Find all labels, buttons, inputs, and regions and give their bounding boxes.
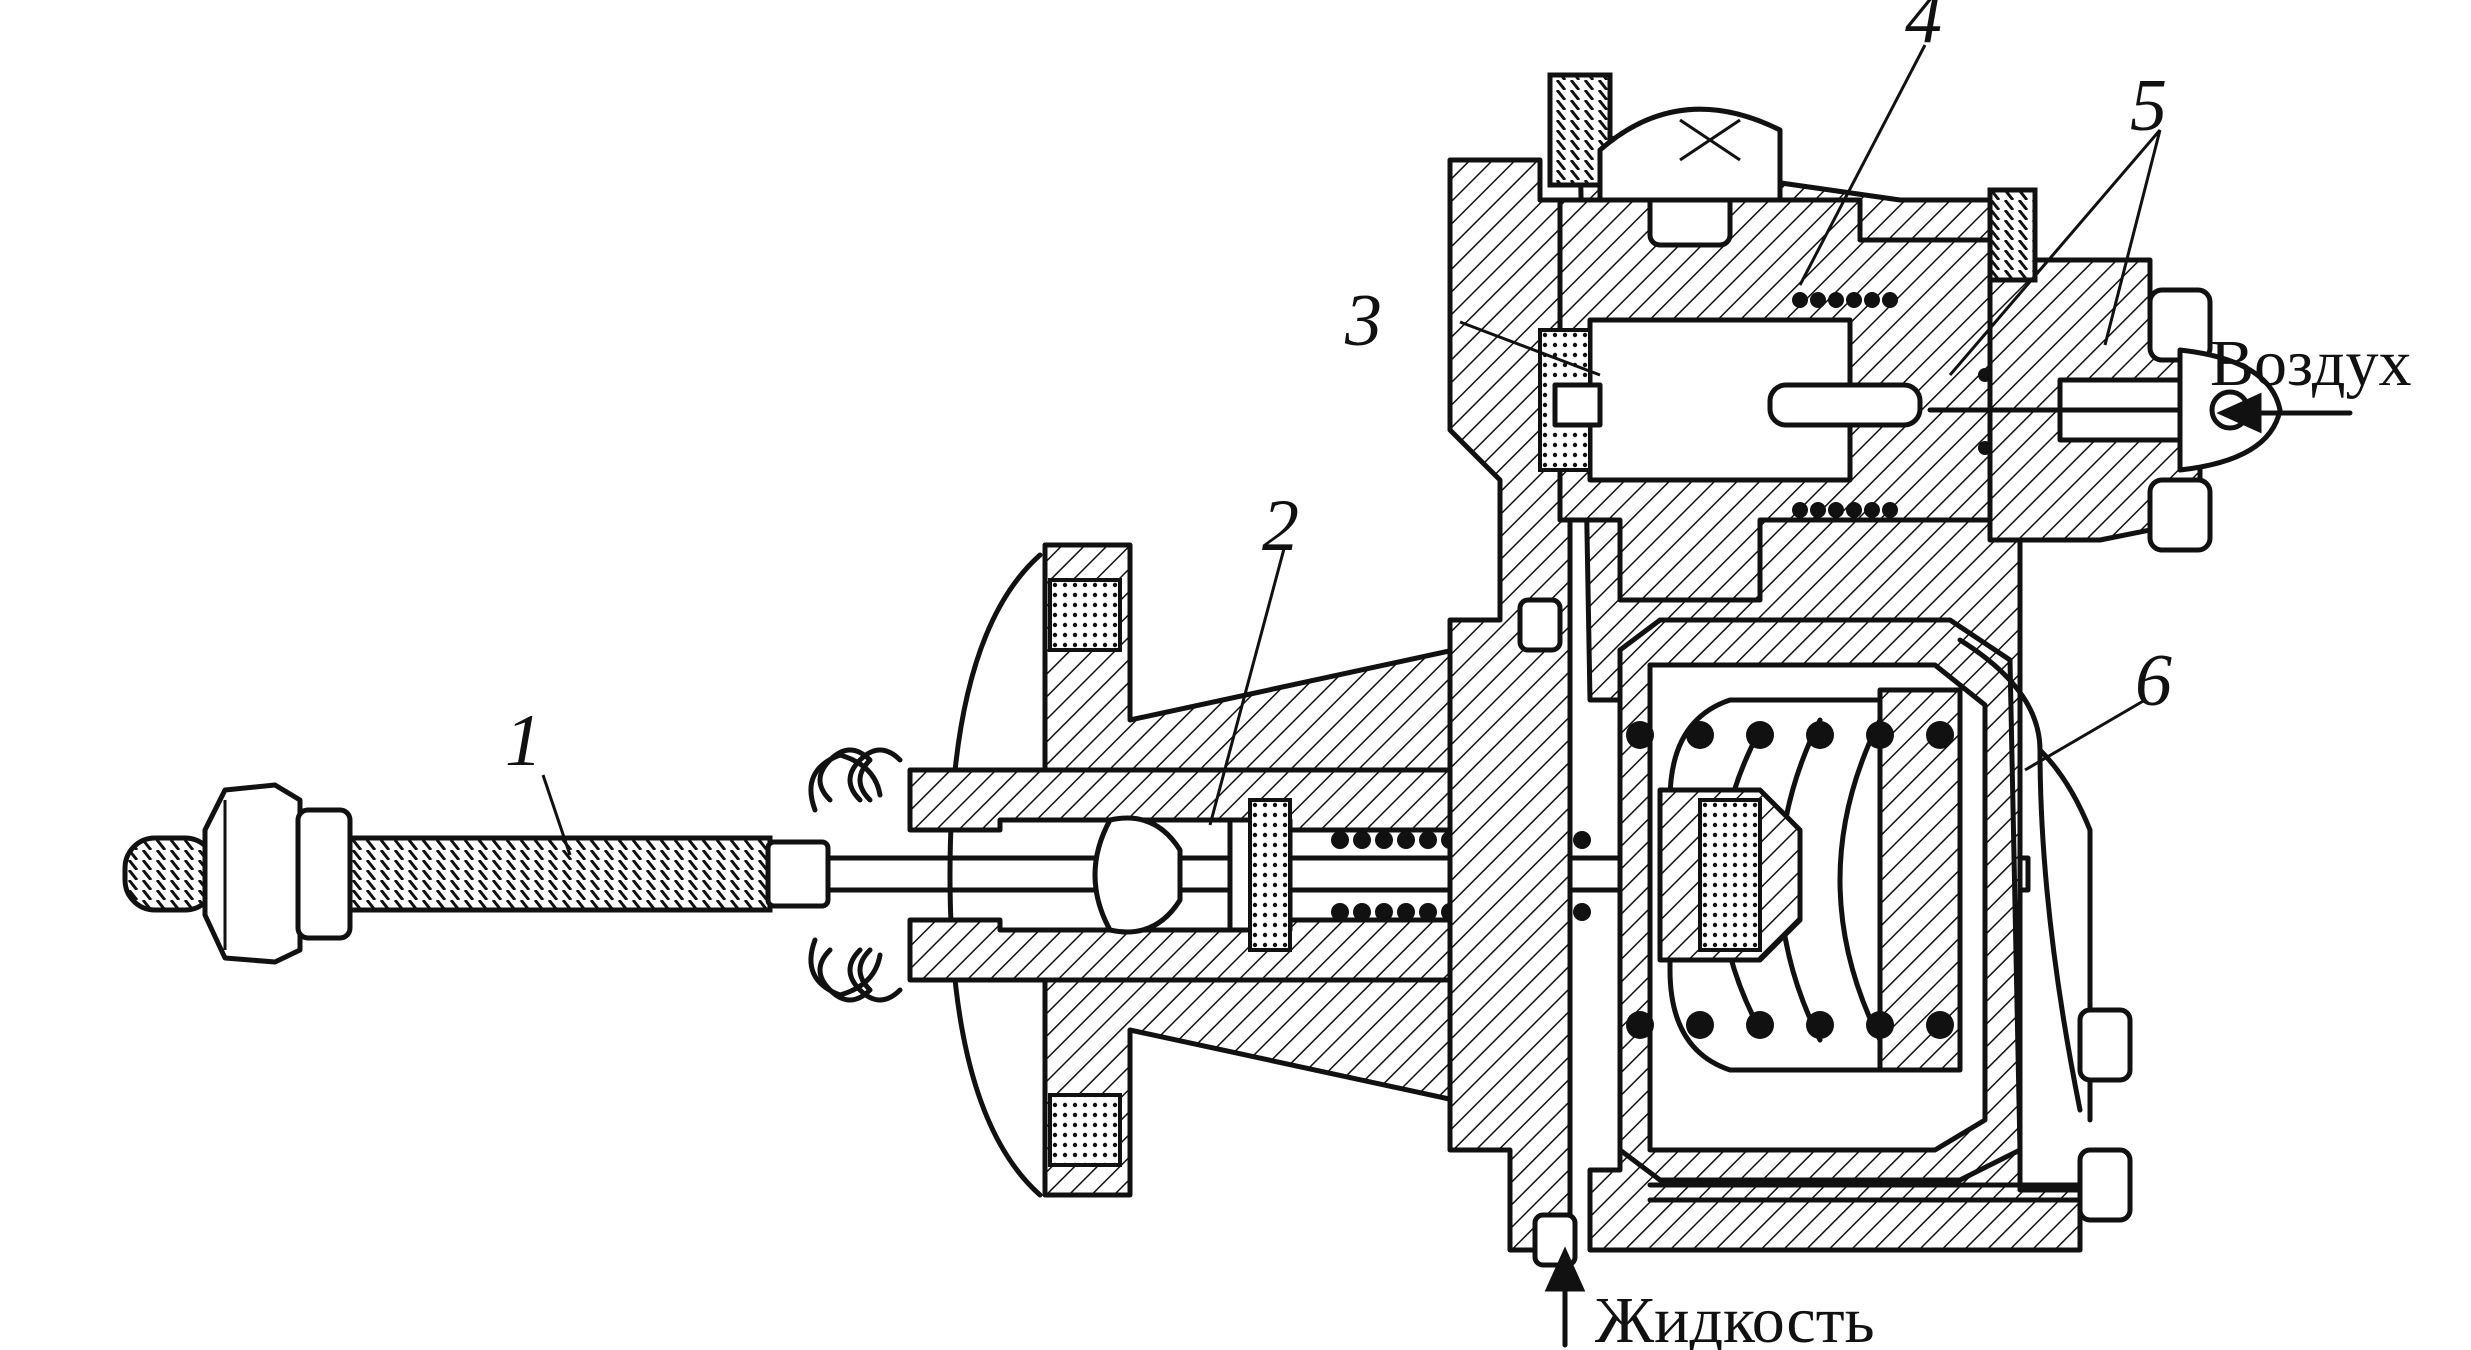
spring-coil-section	[1882, 502, 1898, 518]
push-rod	[122, 782, 2031, 965]
air-inlet-valve	[1927, 187, 2283, 553]
slave-piston	[1657, 787, 1803, 963]
callout-3: 3	[1344, 280, 1382, 362]
spring-coil-section	[1846, 502, 1862, 518]
callout-5: 5	[2130, 65, 2167, 147]
spring-coil-section	[1686, 721, 1714, 749]
spring-coil-section	[1864, 292, 1880, 308]
spring-coil-section	[1331, 831, 1349, 849]
spring-coil-section	[1828, 292, 1844, 308]
spring-coil-section	[1331, 903, 1349, 921]
spring-coil-section	[1792, 292, 1808, 308]
air-arrow	[2216, 392, 2353, 434]
liquid-arrow	[1544, 1246, 1586, 1348]
spring-coil-section	[1626, 721, 1654, 749]
spring-coil-section	[1828, 502, 1844, 518]
callout-4: 4	[1905, 0, 1942, 59]
spring-coil-section	[1846, 292, 1862, 308]
callout-1: 1	[505, 700, 542, 782]
liquid-label: Жидкость	[1595, 1284, 1875, 1350]
spring-coil-section	[1926, 721, 1954, 749]
callout-6: 6	[2135, 640, 2172, 722]
spring-coil-section	[1573, 831, 1591, 849]
housing-bolts	[1517, 597, 2133, 1268]
spring-coil-section	[1397, 903, 1415, 921]
spring-coil-section	[1419, 903, 1437, 921]
spring-coil-section	[1926, 1011, 1954, 1039]
leader-lines	[541, 44, 2162, 856]
mounting-flange	[907, 542, 1503, 1198]
spring-coil-section	[1375, 903, 1393, 921]
spring-coil-section	[1810, 502, 1826, 518]
spring-coil-section	[1806, 1011, 1834, 1039]
spring-coil-section	[1626, 1011, 1654, 1039]
spring-coil-section	[1866, 721, 1894, 749]
spring-coil-section	[1806, 721, 1834, 749]
spring-coil-section	[1375, 831, 1393, 849]
spring-coil-section	[1866, 1011, 1894, 1039]
spring-coil-section	[1573, 903, 1591, 921]
spring-coil-section	[1397, 831, 1415, 849]
spring-coil-section	[1792, 502, 1808, 518]
control-valve	[1538, 72, 2056, 603]
spring-coil-section	[1882, 292, 1898, 308]
spring-coil-section	[1864, 502, 1880, 518]
spring-coil-section	[1353, 831, 1371, 849]
spring-coil-section	[1419, 831, 1437, 849]
spring-coil-section	[1810, 292, 1826, 308]
callout-2: 2	[1262, 485, 1299, 567]
spring-coil-section	[1686, 1011, 1714, 1039]
rubber-boot	[808, 747, 903, 1003]
air-label: Воздух	[2210, 327, 2411, 400]
spring-coil-section	[1353, 903, 1371, 921]
